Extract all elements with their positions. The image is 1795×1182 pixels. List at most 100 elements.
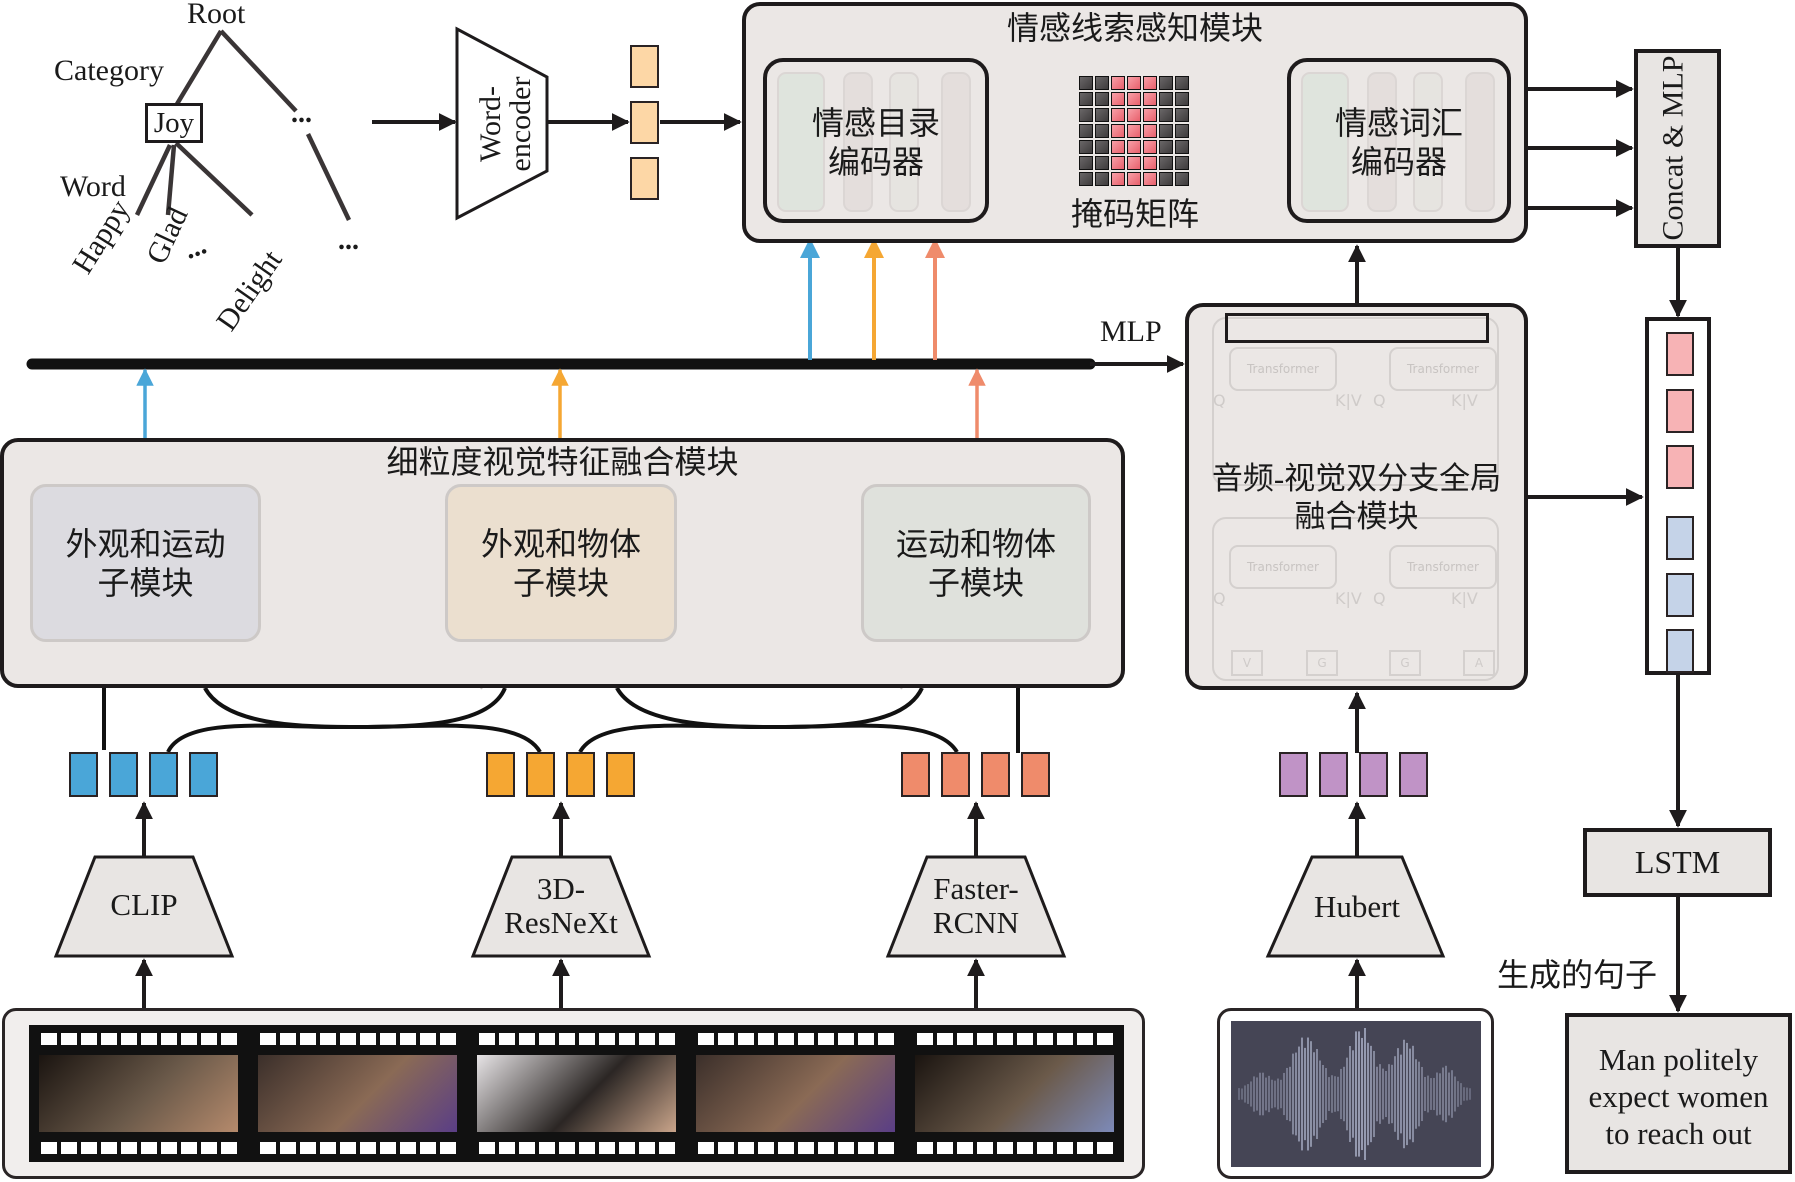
mask-cell-active [1143,156,1157,170]
vocab-encoder-line2: 编码器 [1350,144,1447,181]
mask-cell-active [1143,92,1157,106]
sprocket-hole [619,1033,635,1045]
edge-root-ellipsis [219,29,298,113]
mask-cell-active [1143,108,1157,122]
video-input-panel [2,1008,1145,1179]
sprocket-hole [937,1033,953,1045]
sprocket-hole [1077,1033,1093,1045]
generated-sentence-label: 生成的句子 [1497,957,1658,993]
sprocket-hole [599,1033,615,1045]
sprocket-hole [957,1033,973,1045]
faded-layer-1 [777,72,825,212]
mask-cell-active [1127,76,1141,90]
sprocket-hole [360,1142,376,1154]
hubert-label: Hubert [1283,889,1431,924]
sprocket-hole [639,1033,655,1045]
mask-cell-masked [1159,76,1173,90]
clip-feature-vector [109,752,138,797]
video-frame [915,1055,1114,1132]
sprocket-hole [440,1142,456,1154]
sprocket-hole [260,1033,276,1045]
mask-cell-active [1143,76,1157,90]
tree-category-label: Category [54,54,164,87]
sprocket-hole [61,1142,77,1154]
sprocket-hole [201,1033,217,1045]
faded-layer-4 [1465,72,1495,212]
sprocket-hole [818,1142,834,1154]
sprocket-hole [161,1142,177,1154]
sprocket-hole [539,1033,555,1045]
clip-label-line1: CLIP [110,887,178,922]
sprocket-hole [758,1142,774,1154]
mask-cell-masked [1175,124,1189,138]
mask-cell-active [1111,108,1125,122]
resnext-feature-vector [526,752,555,797]
sprocket-hole [280,1033,296,1045]
sprocket-hole [340,1142,356,1154]
mask-matrix-label: 掩码矩阵 [1070,196,1199,232]
mask-cell-masked [1175,108,1189,122]
faded-kv-4: K|V [1451,589,1478,608]
submodule-3-line2: 子模块 [927,565,1024,602]
av-title-line2: 融合模块 [1294,498,1419,534]
visual-vector-1 [1666,516,1694,560]
sprocket-hole [838,1033,854,1045]
clip-label: CLIP [70,887,218,922]
sprocket-hole [599,1142,615,1154]
tree-root-label: Root [187,0,246,30]
faded-layer-3 [889,72,919,212]
faded-block-lower [1212,517,1499,681]
vocab-encoder-label: 情感词汇 编码器 [1291,104,1507,182]
visual-vector-3 [1666,629,1694,673]
word-feature-1 [630,45,659,88]
concat-mlp-label: Concat & MLP [1656,55,1690,241]
faster-rcnn-feature-vector [1021,752,1050,797]
sprocket-hole [718,1142,734,1154]
faded-layer-1 [1301,72,1349,212]
sprocket-hole [1037,1142,1053,1154]
mask-cell-masked [1175,156,1189,170]
sprocket-hole [1037,1033,1053,1045]
av-output-bar [1225,313,1489,343]
submodule-motion-object: 运动和物体 子模块 [861,484,1091,642]
output-sentence-box: Man politely expect women to reach out [1565,1013,1792,1174]
sprocket-hole [698,1142,714,1154]
faded-transformer-2: Transformer [1389,347,1497,391]
faded-input-v: V [1231,650,1263,676]
sprocket-hole [499,1033,515,1045]
faster-rcnn-label-line1: Faster- [933,871,1019,906]
tree-word-delight: Delight [210,244,289,337]
hubert-label-line1: Hubert [1313,889,1401,924]
sprocket-hole [1097,1033,1113,1045]
resnext-label: 3D- ResNeXt [487,871,635,941]
faded-q-4: Q [1373,589,1386,608]
sprocket-hole [1017,1033,1033,1045]
faded-q-1: Q [1213,391,1226,410]
sprocket-hole [1077,1142,1093,1154]
mask-cell-masked [1159,124,1173,138]
mask-cell-masked [1095,92,1109,106]
sprocket-hole [201,1142,217,1154]
sprocket-hole [798,1142,814,1154]
sprocket-hole [798,1033,814,1045]
clip-feature-vector [189,752,218,797]
sprocket-hole [997,1033,1013,1045]
film-strip [29,1025,1124,1162]
faded-transformer-3: Transformer [1229,545,1337,589]
fine-grained-module-title: 细粒度视觉特征融合模块 [386,444,739,480]
faster-rcnn-feature-vector [981,752,1010,797]
submodule-3-line1: 运动和物体 [895,526,1056,562]
resnext-label-line2: ResNeXt [504,905,618,941]
submodule-1-label: 外观和运动 子模块 [33,525,258,603]
category-encoder-label: 情感目录 编码器 [767,104,985,182]
mask-cell-active [1143,172,1157,186]
sprocket-hole [738,1142,754,1154]
sprocket-hole [937,1142,953,1154]
sprocket-hole [41,1033,57,1045]
submodule-appearance-motion: 外观和运动 子模块 [30,484,261,642]
sprocket-hole [738,1033,754,1045]
sprocket-hole [539,1142,555,1154]
sprocket-hole [479,1142,495,1154]
word-encoder-line1: Word- [474,86,507,162]
tree-sibling-ellipsis: ... [291,98,312,129]
